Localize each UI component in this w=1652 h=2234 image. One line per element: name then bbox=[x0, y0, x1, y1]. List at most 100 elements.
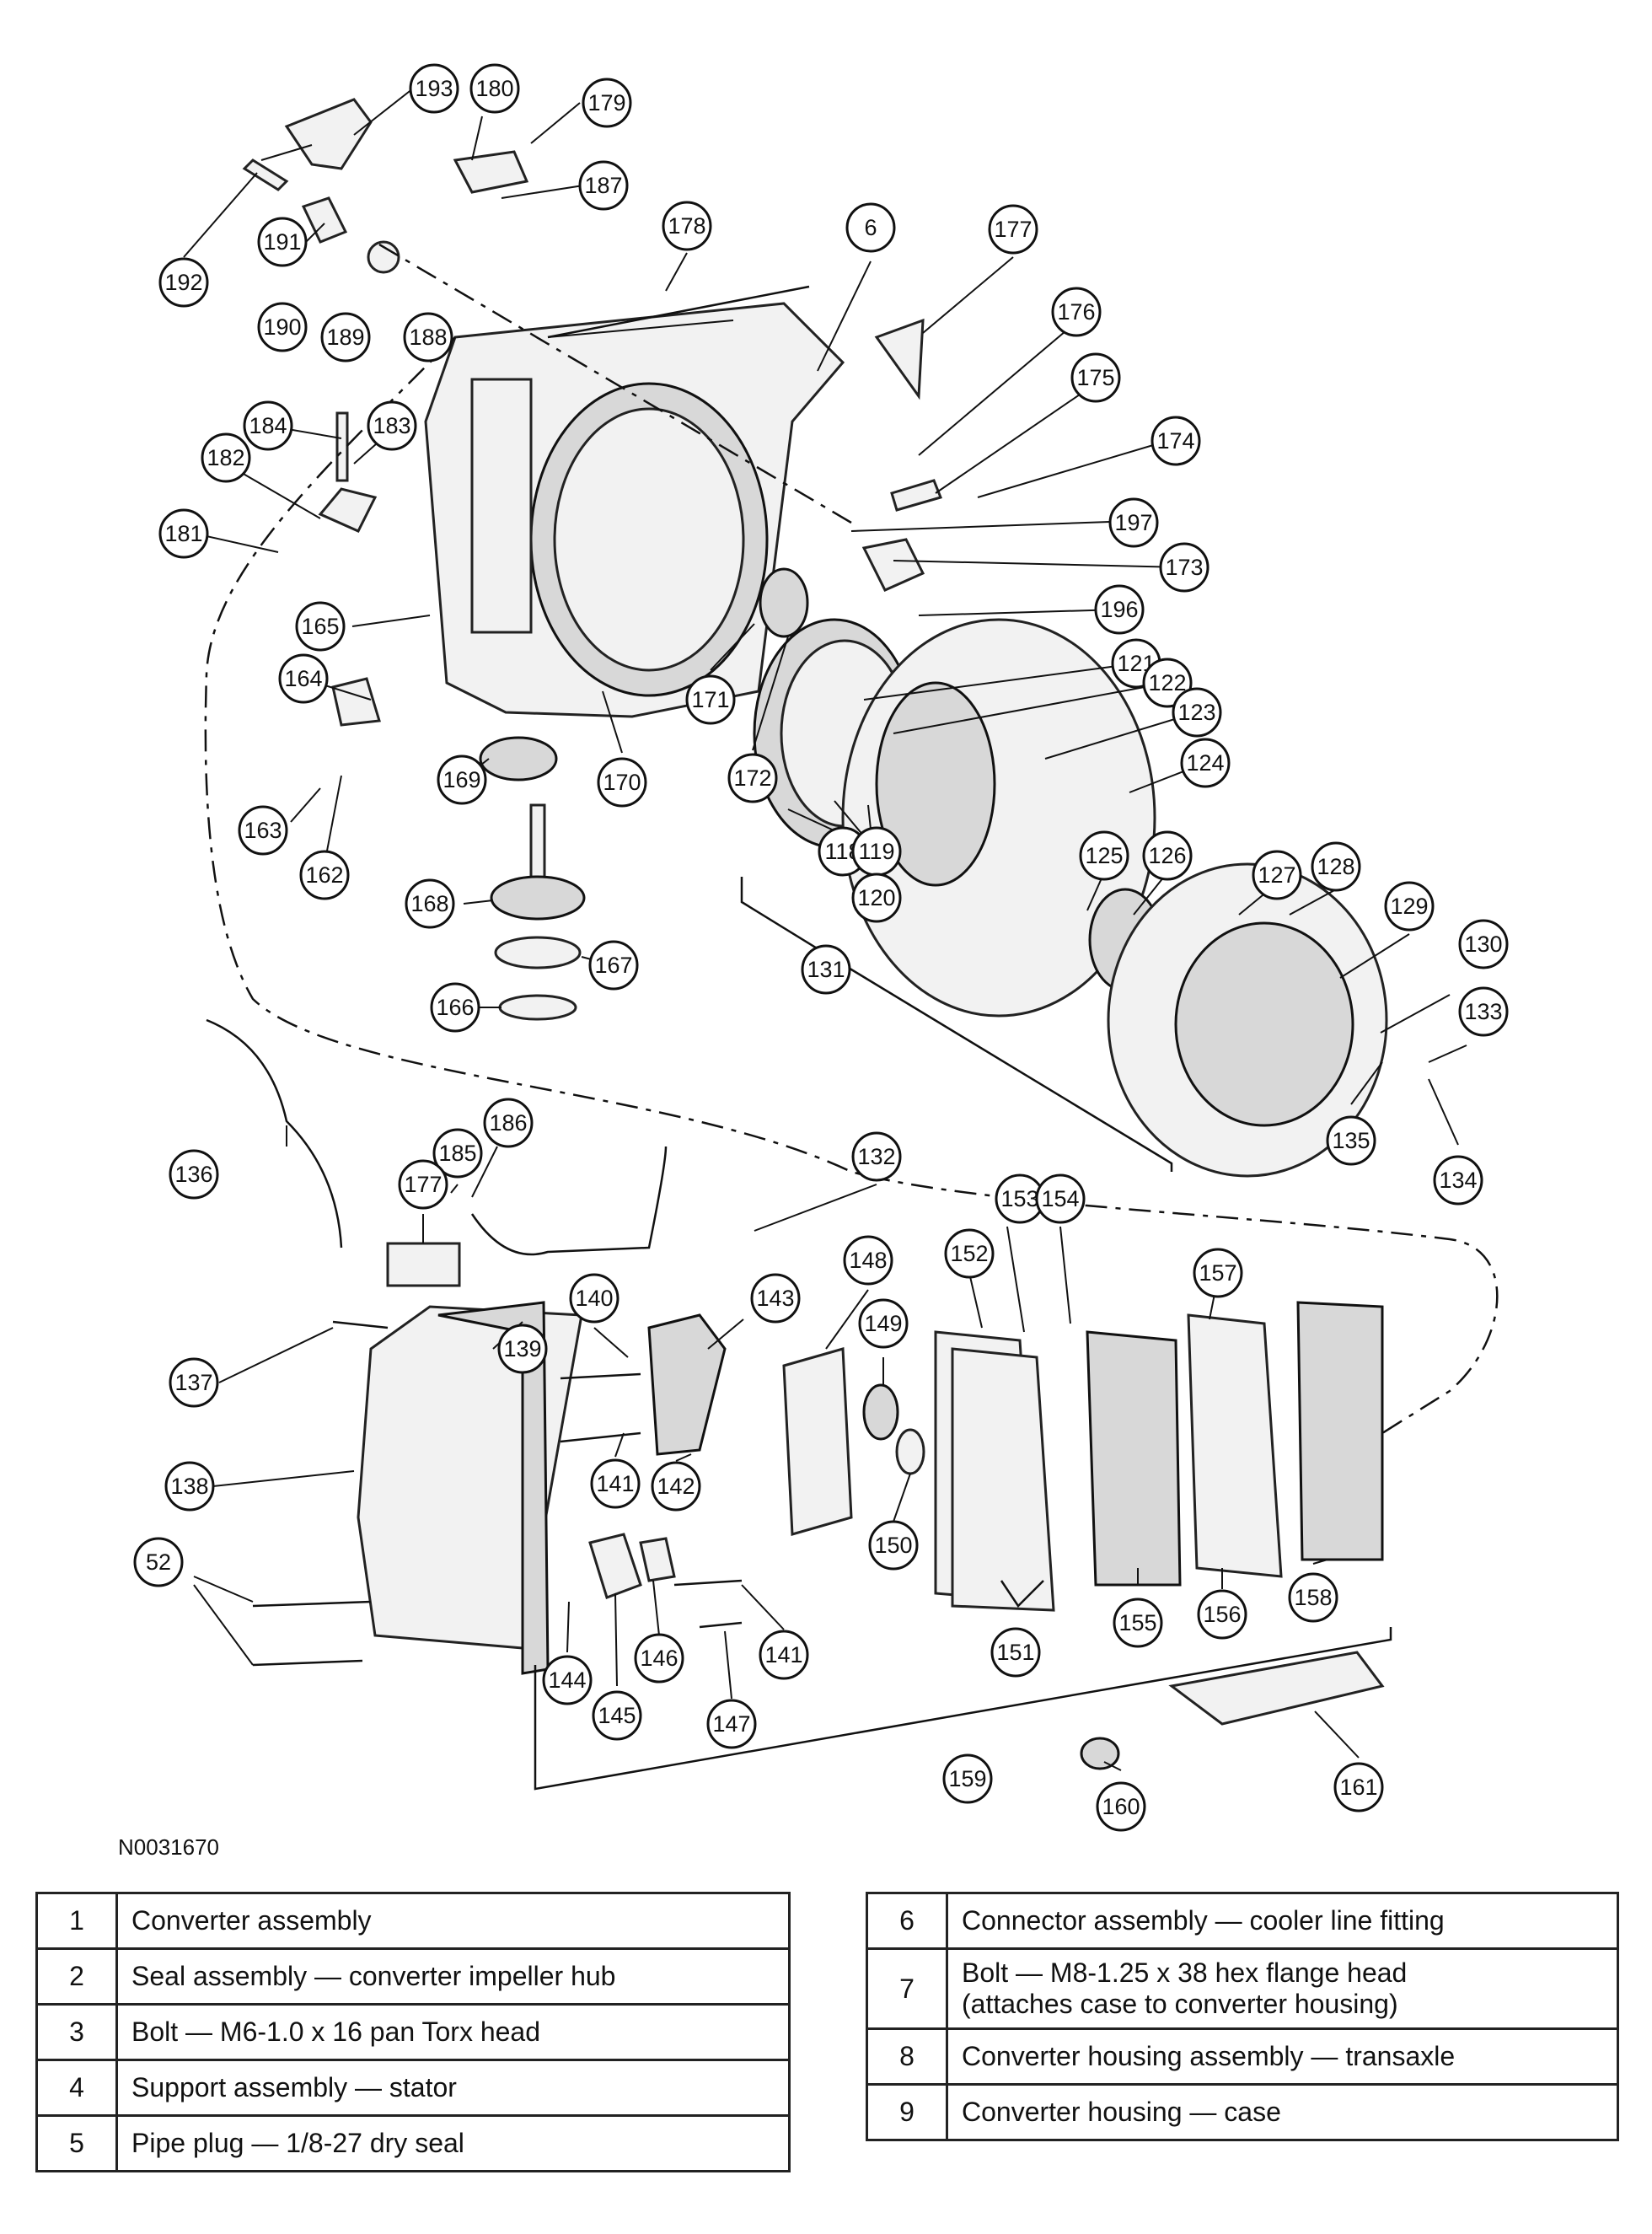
callout-circle bbox=[1193, 1248, 1243, 1298]
legend-row: 2 Seal assembly — converter impeller hub bbox=[35, 1947, 791, 2006]
callout-119: 119 bbox=[851, 826, 902, 877]
callout-number: 191 bbox=[263, 229, 301, 255]
callout-number: 133 bbox=[1464, 999, 1502, 1024]
plate-145 bbox=[588, 1533, 642, 1599]
callout-138: 138 bbox=[164, 1461, 215, 1512]
piston-168 bbox=[490, 875, 586, 921]
callout-number: 156 bbox=[1203, 1602, 1241, 1627]
callout-number: 131 bbox=[807, 957, 845, 982]
callout-circle bbox=[1172, 687, 1222, 738]
callout-137: 137 bbox=[169, 1357, 219, 1408]
callout-number: 177 bbox=[404, 1172, 442, 1197]
callout-157: 157 bbox=[1193, 1248, 1243, 1298]
legend-number: 9 bbox=[866, 2083, 948, 2141]
part-illustrations bbox=[206, 98, 1388, 1770]
callout-number: 176 bbox=[1057, 299, 1095, 325]
callout-52: 52 bbox=[133, 1537, 184, 1587]
legend-row: 6 Connector assembly — cooler line fitti… bbox=[866, 1892, 1619, 1950]
legend-description: Bolt — M8-1.25 x 38 hex flange head (att… bbox=[946, 1947, 1619, 2030]
callout-number: 140 bbox=[575, 1286, 613, 1311]
legend-description: Converter housing — case bbox=[946, 2083, 1619, 2141]
callout-number: 173 bbox=[1165, 555, 1203, 580]
callout-181: 181 bbox=[158, 508, 209, 559]
callout-circle bbox=[845, 202, 896, 253]
callout-circle bbox=[706, 1699, 757, 1749]
callout-number: 139 bbox=[503, 1336, 541, 1361]
callout-132: 132 bbox=[851, 1131, 902, 1182]
callout-number: 185 bbox=[438, 1141, 476, 1166]
callout-141: 141 bbox=[590, 1458, 641, 1509]
callout-number: 169 bbox=[442, 767, 480, 792]
callout-circle bbox=[169, 1149, 219, 1200]
callout-192: 192 bbox=[158, 257, 209, 308]
callout-number: 128 bbox=[1317, 854, 1354, 879]
callout-number: 183 bbox=[373, 413, 410, 438]
callout-number: 177 bbox=[994, 217, 1032, 242]
callout-number: 174 bbox=[1156, 428, 1194, 454]
callout-176: 176 bbox=[1051, 287, 1102, 337]
callout-127: 127 bbox=[1252, 850, 1302, 900]
callout-number: 166 bbox=[436, 995, 474, 1020]
callout-circle bbox=[158, 257, 209, 308]
callout-146: 146 bbox=[634, 1633, 684, 1684]
callout-number: 141 bbox=[764, 1642, 802, 1667]
callout-155: 155 bbox=[1113, 1598, 1163, 1648]
callout-circle bbox=[1113, 1598, 1163, 1648]
callout-number: 130 bbox=[1464, 932, 1502, 957]
callout-circle bbox=[1433, 1155, 1483, 1206]
callout-circle bbox=[944, 1228, 995, 1279]
callout-circle bbox=[1180, 738, 1231, 788]
gear-set-122 bbox=[875, 681, 996, 887]
callout-number: 170 bbox=[603, 770, 641, 795]
callout-circle bbox=[1051, 287, 1102, 337]
legend-table-right: 6 Connector assembly — cooler line fitti… bbox=[866, 1892, 1619, 2141]
spring-169 bbox=[479, 736, 558, 781]
bracket-159 bbox=[534, 1627, 1392, 1791]
plate-157 bbox=[1187, 1313, 1283, 1578]
callout-number: 143 bbox=[756, 1286, 794, 1311]
callout-193: 193 bbox=[409, 63, 459, 114]
solenoid-142 bbox=[647, 1313, 727, 1456]
legend-number: 5 bbox=[35, 2114, 118, 2172]
callout-circle bbox=[1159, 542, 1210, 593]
callout-number: 179 bbox=[587, 90, 625, 115]
bracket-151-155 bbox=[1000, 1580, 1044, 1608]
callout-140: 140 bbox=[569, 1273, 620, 1324]
callout-circle bbox=[1108, 497, 1159, 548]
callout-circle bbox=[542, 1655, 593, 1705]
callout-number: 134 bbox=[1439, 1168, 1477, 1193]
callout-circle bbox=[727, 753, 778, 803]
callout-number: 188 bbox=[409, 325, 447, 350]
callout-124: 124 bbox=[1180, 738, 1231, 788]
callout-number: 165 bbox=[301, 614, 339, 639]
callout-circle bbox=[295, 601, 346, 652]
callout-118: 118 bbox=[818, 826, 868, 877]
callout-167: 167 bbox=[588, 940, 639, 991]
callout-197: 197 bbox=[1108, 497, 1159, 548]
callout-number: 136 bbox=[174, 1162, 212, 1187]
callout-circle bbox=[1458, 986, 1509, 1037]
legend-row: 1 Converter assembly bbox=[35, 1892, 791, 1950]
detent-spring-182 bbox=[318, 487, 378, 533]
callout-145: 145 bbox=[592, 1690, 642, 1741]
callout-circle bbox=[403, 312, 453, 362]
callout-175: 175 bbox=[1070, 352, 1121, 403]
callout-152: 152 bbox=[944, 1228, 995, 1279]
bolt-147 bbox=[699, 1621, 743, 1629]
callout-circle bbox=[582, 78, 632, 128]
callout-circle bbox=[1326, 1115, 1376, 1166]
seal-172 bbox=[759, 567, 809, 638]
legend-description-line1: Bolt — M8-1.25 x 38 hex flange head bbox=[962, 1957, 1408, 1988]
legend-number: 3 bbox=[35, 2003, 118, 2061]
callout-number: 148 bbox=[849, 1248, 887, 1273]
callout-number: 171 bbox=[691, 687, 729, 712]
callout-131: 131 bbox=[801, 944, 851, 995]
callout-circle bbox=[1288, 1572, 1338, 1623]
callout-circle bbox=[432, 1128, 483, 1179]
callout-170: 170 bbox=[597, 757, 647, 808]
callout-168: 168 bbox=[405, 878, 455, 929]
legend-row: 4 Support assembly — stator bbox=[35, 2059, 791, 2117]
callout-number: 161 bbox=[1339, 1775, 1377, 1800]
callout-circle bbox=[278, 653, 329, 704]
callout-circle bbox=[169, 1357, 219, 1408]
